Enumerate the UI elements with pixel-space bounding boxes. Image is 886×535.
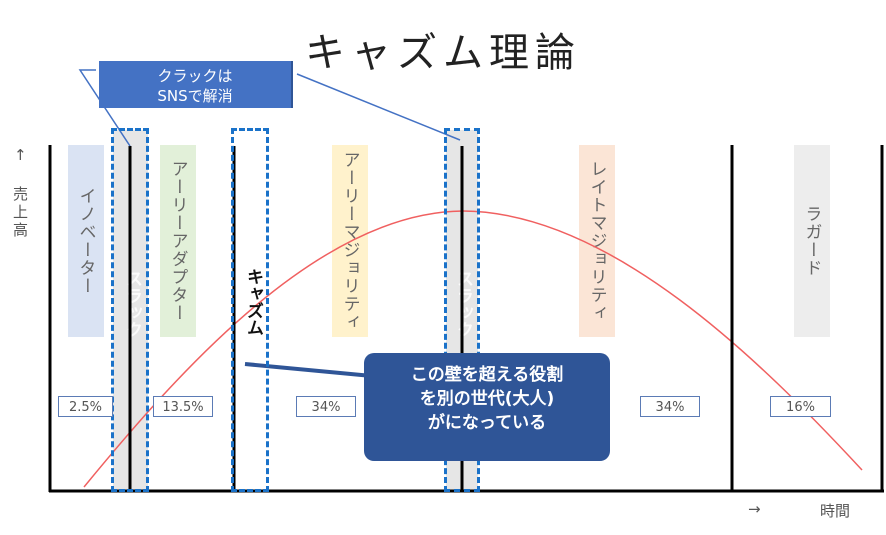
chasm-callout-line-3: がになっている (427, 413, 547, 433)
crack-highlight-2 (444, 128, 480, 492)
segment-laggards: ラガード (794, 145, 830, 337)
segment-innovators: イノベーター (68, 145, 104, 337)
chasm-callout-line-1: この壁を超える役割 (410, 365, 564, 385)
crack-highlight-1 (111, 128, 149, 492)
crack-callout-line-1: クラックは (157, 67, 233, 85)
segment-late-majority: レイトマジョリティ (579, 145, 615, 337)
chasm-highlight (231, 128, 269, 492)
crack-connector-left (78, 69, 131, 147)
segment-early-adopters: アーリーアダプター (160, 145, 196, 337)
share-laggards: 16% (770, 396, 831, 417)
chasm-callout: この壁を超える役割 を別の世代(大人) がになっている (364, 353, 610, 461)
y-axis-arrow: ↑ (14, 146, 27, 164)
crack-connector-right (296, 73, 461, 141)
share-early-majority: 34% (296, 396, 356, 417)
share-innovators: 2.5% (58, 396, 113, 417)
crack-callout-line-2: SNSで解消 (157, 87, 233, 105)
crack-callout: クラックは SNSで解消 (99, 61, 293, 108)
y-axis-label: 売上高 (11, 186, 29, 240)
chasm-label: キャズム (243, 268, 263, 336)
share-late-majority: 34% (640, 396, 700, 417)
crack-label-1: スラック (122, 270, 142, 338)
diagram-title: キャズム理論 (305, 30, 581, 76)
chasm-callout-line-2: を別の世代(大人) (419, 389, 555, 409)
x-axis-label: 時間 (820, 502, 851, 520)
share-early-adopters: 13.5% (153, 396, 213, 417)
x-axis-arrow: → (748, 500, 761, 518)
